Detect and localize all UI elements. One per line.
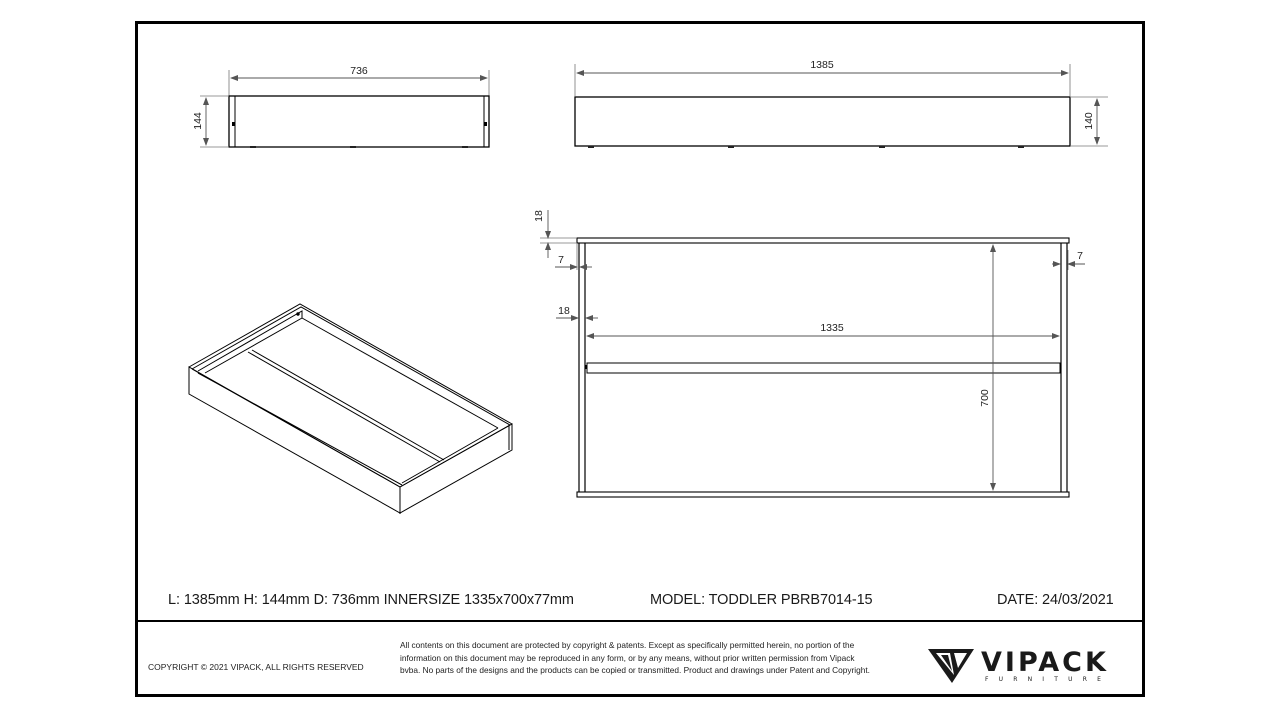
right-gap-dimension: 7 (1077, 250, 1083, 262)
front-height-dimension: 144 (192, 112, 204, 130)
copyright-text: COPYRIGHT © 2021 VIPACK, ALL RIGHTS RESE… (148, 662, 364, 672)
left-gap-dimension: 7 (558, 254, 564, 266)
top-view: 18 7 18 1335 700 7 (533, 210, 1085, 498)
vipack-v-logo-icon (928, 649, 974, 683)
legal-notice: All contents on this document are protec… (400, 640, 870, 675)
inner-depth-dimension: 700 (979, 389, 991, 407)
vipack-logo: VIPACK FURNITURE (928, 645, 1113, 685)
front-width-dimension: 736 (350, 65, 368, 77)
logo-wordmark: VIPACK (981, 647, 1109, 678)
side-height-dimension: 140 (1083, 112, 1095, 130)
isometric-view (188, 303, 513, 514)
footer-divider (135, 620, 1145, 622)
inner-length-dimension: 1335 (820, 322, 844, 334)
logo-subtitle: FURNITURE (985, 676, 1112, 683)
date-text: DATE: 24/03/2021 (997, 592, 1114, 608)
top-panel-dimension: 18 (533, 210, 545, 222)
front-view: 736 144 (192, 65, 490, 148)
product-dimensions-text: L: 1385mm H: 144mm D: 736mm INNERSIZE 13… (168, 592, 574, 608)
drawing-sheet-frame (135, 21, 1145, 697)
left-panel-dimension: 18 (558, 305, 570, 317)
model-text: MODEL: TODDLER PBRB7014-15 (650, 592, 873, 608)
side-length-dimension: 1385 (810, 59, 834, 71)
side-view: 1385 140 (574, 59, 1108, 148)
